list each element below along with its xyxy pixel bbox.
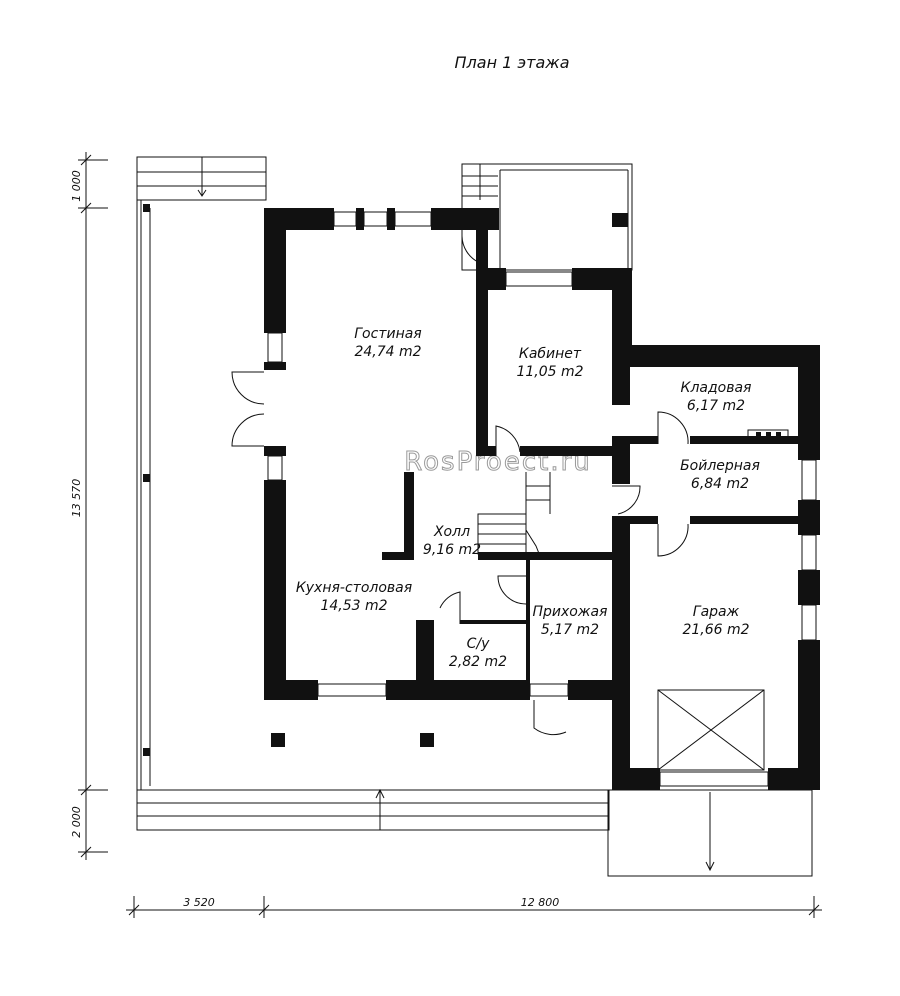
staircase: [477, 472, 551, 557]
room-name-storage: Кладовая: [681, 380, 752, 396]
room-name-entry: Прихожая: [533, 604, 608, 620]
room-area-wc: 2,82 m2: [449, 654, 507, 670]
room-area-garage: 21,66 m2: [682, 622, 749, 638]
dimension-lines: [78, 152, 822, 918]
room-area-storage: 6,17 m2: [687, 398, 745, 414]
room-name-wc: С/у: [467, 636, 490, 652]
room-area-living: 24,74 m2: [354, 344, 421, 360]
doors: [231, 232, 689, 736]
dim-bottom-right: 12 800: [521, 896, 560, 909]
plan-title: План 1 этажа: [455, 53, 570, 72]
room-labels: Гостиная 24,74 m2 Кабинет 11,05 m2 Кладо…: [296, 326, 760, 670]
dim-left-bottom: 2 000: [70, 806, 83, 838]
room-name-study: Кабинет: [519, 346, 582, 362]
room-area-boiler: 6,84 m2: [691, 476, 749, 492]
column: [420, 733, 434, 747]
room-area-kitchen: 14,53 m2: [320, 598, 387, 614]
fixtures: [424, 429, 813, 877]
room-area-hall: 9,16 m2: [423, 542, 481, 558]
walls: [264, 208, 820, 790]
room-name-hall: Холл: [433, 524, 470, 540]
room-area-entry: 5,17 m2: [541, 622, 599, 638]
dim-left-top: 1 000: [70, 170, 83, 202]
column: [271, 733, 285, 747]
windows: [267, 211, 817, 787]
dim-left-middle: 13 570: [70, 479, 83, 518]
dim-bottom-left: 3 520: [183, 896, 215, 909]
room-name-living: Гостиная: [354, 326, 421, 342]
dimension-labels: 1 000 13 570 2 000 3 520 12 800: [70, 170, 559, 909]
terrace: [136, 156, 610, 831]
room-name-boiler: Бойлерная: [680, 458, 760, 474]
room-area-study: 11,05 m2: [516, 364, 583, 380]
room-name-kitchen: Кухня-столовая: [296, 580, 412, 596]
room-name-garage: Гараж: [693, 604, 740, 620]
